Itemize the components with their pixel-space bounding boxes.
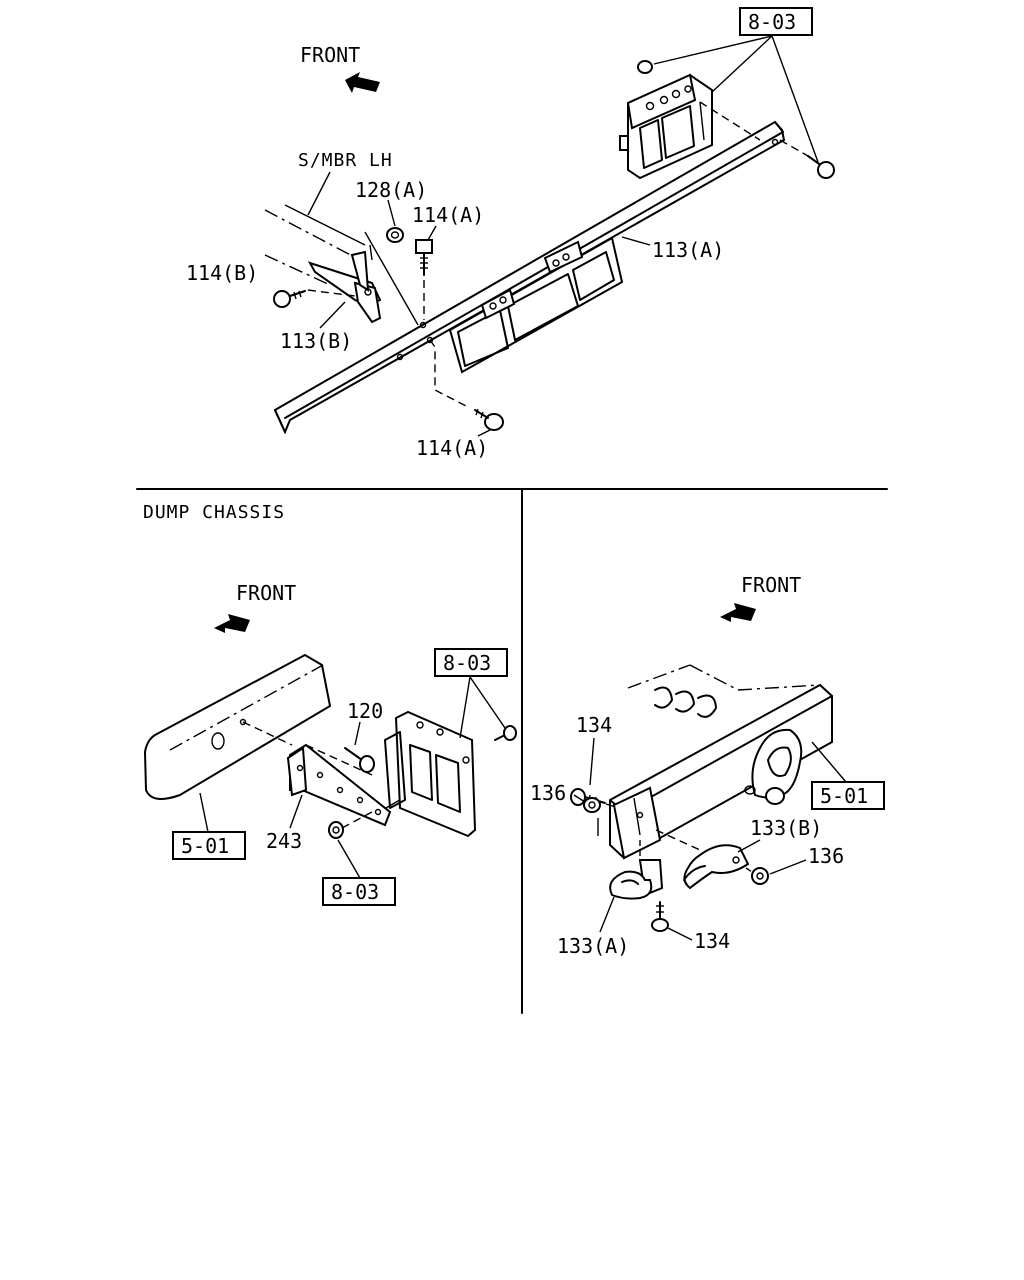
label-128a: 128(A) [355, 178, 427, 202]
nut-left-upper-icon [494, 725, 517, 741]
label-113a: 113(A) [652, 238, 724, 262]
bolt-114a-lower-icon [474, 408, 504, 431]
ref-box-8-03-left-upper[interactable] [434, 648, 508, 677]
ref-8-03-left-upper-label: 8-03 [443, 651, 491, 675]
label-134-upper: 134 [576, 713, 612, 737]
nut-left-lower-icon [328, 821, 344, 839]
label-114a-lower: 114(A) [416, 436, 488, 460]
nut-128a-icon [386, 227, 404, 243]
label-134-lower: 134 [694, 929, 730, 953]
tow-hook-panel: FRONT [530, 573, 885, 958]
nut-136-right-icon [751, 867, 769, 885]
label-133a: 133(A) [557, 934, 629, 958]
label-113b: 113(B) [280, 329, 352, 353]
right-front-arrow-icon [720, 603, 756, 622]
ref-box-8-03-top[interactable] [739, 7, 813, 36]
dump-chassis-panel: DUMP CHASSIS FRONT 120 [143, 502, 517, 906]
right-front-label: FRONT [741, 573, 801, 597]
s-mbr-label: S/MBR LH [298, 150, 393, 171]
label-120: 120 [347, 699, 383, 723]
dump-chassis-title: DUMP CHASSIS [143, 502, 285, 523]
ref-box-5-01-right[interactable] [811, 781, 885, 810]
tow-hook-mount [744, 728, 803, 805]
ref-box-8-03-left-lower[interactable] [322, 877, 396, 906]
label-243: 243 [266, 829, 302, 853]
nut-top-left-icon [637, 60, 653, 74]
hook-133a [609, 859, 664, 900]
label-114a-upper: 114(A) [412, 203, 484, 227]
frame-rail-right [597, 664, 833, 860]
left-front-arrow-icon [214, 614, 250, 633]
bolt-114b-icon [273, 290, 306, 308]
bolt-top-right-icon [807, 155, 835, 179]
bolt-114a-upper-icon [415, 239, 433, 276]
left-front-label: FRONT [236, 581, 296, 605]
ref-8-03-left-lower-label: 8-03 [331, 880, 379, 904]
bolt-134-lower-icon [651, 901, 669, 932]
nut-136-left-icon [583, 797, 601, 813]
lamp-bracket-left [384, 710, 477, 838]
hook-bracket [612, 786, 701, 860]
top-front-label: FRONT [300, 43, 360, 67]
top-front-arrow-icon [345, 72, 380, 93]
ref-5-01-left-label: 5-01 [181, 834, 229, 858]
label-114b: 114(B) [186, 261, 258, 285]
lamp-bracket-top [619, 73, 761, 180]
label-133b: 133(B) [750, 816, 822, 840]
bolt-120-icon [344, 747, 375, 773]
hook-133b [683, 844, 750, 890]
label-136-left: 136 [530, 781, 566, 805]
label-136-right: 136 [808, 844, 844, 868]
ref-8-03-top-label: 8-03 [748, 10, 796, 34]
frame-rail-left [143, 653, 332, 800]
ref-box-5-01-left[interactable] [172, 831, 246, 860]
top-assembly: FRONT S/MBR LH [186, 7, 835, 460]
ref-5-01-right-label: 5-01 [820, 784, 868, 808]
